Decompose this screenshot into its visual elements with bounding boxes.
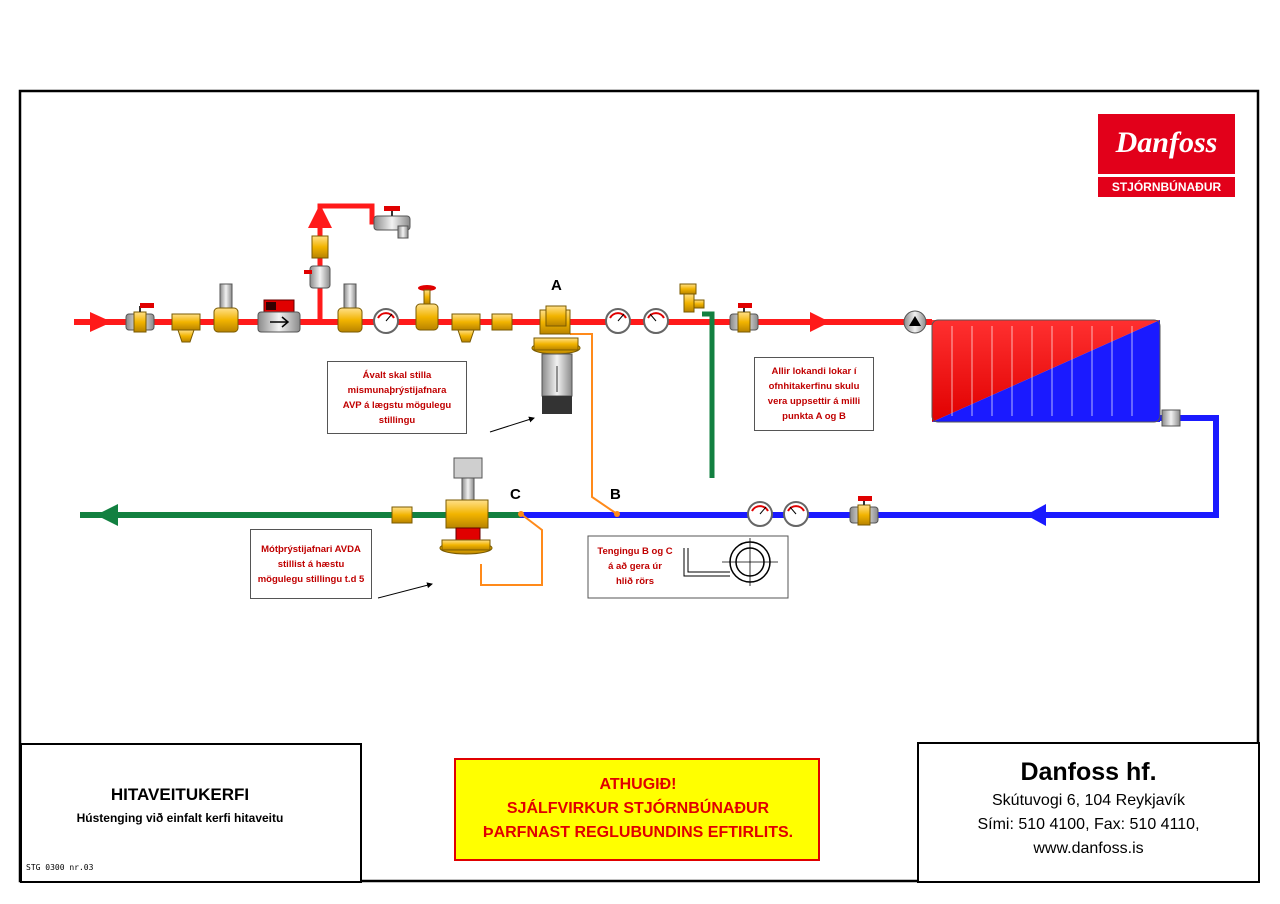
- tap-point-c: [518, 511, 524, 517]
- note-line: Tengingu B og C: [597, 545, 673, 557]
- company-phone: Sími: 510 4100, Fax: 510 4110,: [977, 816, 1200, 833]
- note-line: AVP á lægstu mögulegu: [342, 399, 452, 411]
- avp-note-leader: [489, 416, 535, 433]
- drawing-frame: [18, 89, 1260, 883]
- pressure-gauge-2-icon: [605, 308, 631, 334]
- air-vent-icon: [903, 310, 927, 334]
- note-line: mögulegu stillingu t.d 5: [257, 573, 365, 585]
- side-connection-sketch: [587, 535, 789, 599]
- return-pressure-gauge-icon: [747, 501, 773, 527]
- return-ball-valve-icon: [849, 496, 879, 526]
- note-line: mismunaþrýstijafnara: [347, 384, 447, 396]
- danfoss-logo: Danfoss STJÓRNBÚNAÐUR: [1098, 114, 1235, 197]
- avda-setting-note: Mótþrýstijafnari AVDA stillist á hæstu m…: [250, 529, 372, 599]
- note-line: punkta A og B: [782, 411, 846, 422]
- logo-emblem: Danfoss: [1098, 114, 1235, 174]
- faucet-icon: [373, 206, 411, 239]
- return-flow-arrow: [1026, 504, 1046, 526]
- company-address: Skútuvogi 6, 104 Reykjavík: [992, 792, 1185, 809]
- point-c-label: C: [510, 486, 521, 503]
- supply-inlet-arrow: [90, 312, 112, 332]
- note-line: hlið rörs: [615, 575, 654, 587]
- drain-riser: [702, 311, 715, 478]
- logo-brand-text: Danfoss: [1115, 126, 1218, 159]
- impulse-line-avda: [480, 513, 543, 586]
- point-b-label: B: [610, 486, 621, 503]
- warning-line-1: ATHUGIÐ!: [599, 776, 677, 793]
- tap-up-arrow: [308, 204, 332, 228]
- company-website: www.danfoss.is: [1033, 840, 1144, 857]
- company-name: Danfoss hf.: [1020, 758, 1157, 786]
- logo-subtitle: STJÓRNBÚNAÐUR: [1098, 177, 1235, 197]
- note-line: vera uppsettir á milli: [767, 396, 861, 407]
- strainer-icon: [171, 313, 201, 343]
- company-block: Danfoss hf. Skútuvogi 6, 104 Reykjavík S…: [917, 742, 1260, 883]
- pressure-gauge-icon: [373, 308, 399, 334]
- avp-controller-icon: [531, 305, 581, 414]
- note-line: Ávalt skal stilla: [362, 369, 432, 381]
- drain-coupling-icon: [391, 506, 413, 524]
- valve-placement-note: Allir lokandi lokar í ofnhitakerfinu sku…: [754, 357, 874, 431]
- note-line: Mótþrýstijafnari AVDA: [261, 543, 361, 555]
- drain-outlet-arrow: [96, 504, 118, 526]
- return-thermometer-icon: [783, 501, 809, 527]
- heat-meter-icon: [257, 299, 301, 333]
- drawing-title: HITAVEITUKERFI: [110, 785, 250, 804]
- warning-box: [454, 758, 820, 861]
- strainer-2-icon: [451, 313, 481, 343]
- supply-flow-arrow: [810, 312, 830, 332]
- connection-note: Tengingu B og C á að gera úr hlið rörs: [589, 540, 681, 592]
- globe-valve-icon: [415, 285, 439, 331]
- safety-valve-icon: [679, 283, 705, 313]
- document-number: STG 0300 nr.03: [26, 863, 94, 872]
- note-line: ofnhitakerfinu skulu: [768, 381, 860, 392]
- title-block: HITAVEITUKERFI Hústenging við einfalt ke…: [20, 743, 362, 883]
- warning-line-3: ÞARFNAST REGLUBUNDINS EFTIRLITS.: [482, 824, 794, 841]
- avp-setting-note: Ávalt skal stilla mismunaþrýstijafnara A…: [327, 361, 467, 434]
- note-line: stillingu: [378, 414, 416, 426]
- thermometer-icon: [643, 308, 669, 334]
- branch-coupling-icon: [311, 235, 329, 259]
- coupling-icon: [491, 313, 513, 331]
- check-valve-2-icon: [337, 283, 363, 333]
- check-valve-icon: [213, 283, 239, 333]
- point-a-label: A: [551, 277, 562, 294]
- radiator-icon: [931, 319, 1161, 423]
- note-line: stillist á hæstu: [277, 558, 345, 570]
- warning-line-2: SJÁLFVIRKUR STJÓRNBÚNAÐUR: [506, 800, 770, 817]
- note-line: Allir lokandi lokar í: [771, 366, 857, 377]
- maintenance-warning: ATHUGIÐ! SJÁLFVIRKUR STJÓRNBÚNAÐUR ÞARFN…: [455, 773, 821, 845]
- drawing-subtitle: Hústenging við einfalt kerfi hitaveitu: [76, 811, 284, 825]
- impulse-line-avp: [570, 333, 618, 515]
- avda-note-leader: [377, 582, 433, 599]
- branch-check-valve-icon: [304, 265, 331, 289]
- avda-regulator-icon: [439, 457, 493, 555]
- note-line: á að gera úr: [608, 560, 662, 572]
- radiator-return-fitting-icon: [1161, 409, 1181, 427]
- ball-valve-2-icon: [729, 303, 759, 333]
- ball-valve-icon: [125, 303, 155, 333]
- tap-point-b: [614, 511, 620, 517]
